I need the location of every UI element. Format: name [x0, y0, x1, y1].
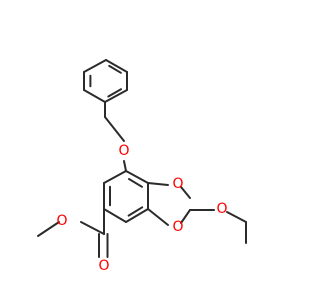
bond [104, 116, 125, 142]
bond [103, 208, 127, 223]
double-bond [107, 88, 122, 98]
bond [125, 208, 149, 223]
atom-label-oxygen: O [172, 176, 183, 192]
bond [83, 59, 107, 73]
bond [125, 170, 149, 184]
benzyl-phenyl-ring [83, 59, 128, 103]
bond [105, 59, 128, 73]
double-bond [108, 64, 122, 74]
double-bond [127, 206, 144, 217]
bond [80, 221, 105, 235]
bond [104, 89, 128, 103]
atom-label-oxygen: O [56, 213, 67, 229]
bond [103, 170, 127, 184]
bond [180, 209, 191, 224]
atom-label-oxygen: O [118, 143, 129, 159]
bond [226, 211, 247, 223]
bond [147, 182, 169, 186]
atom-label-oxygen: O [172, 219, 183, 235]
atom-label-oxygen: O [98, 258, 109, 274]
atom-label-oxygen: O [216, 201, 227, 217]
benzodioxole-aromatic-ring [103, 170, 149, 223]
double-bond [128, 178, 143, 188]
molecule-structure-diagram: O O O O O O [37, 59, 247, 274]
bond [37, 221, 60, 237]
bond [180, 186, 191, 199]
bond [83, 89, 106, 103]
bond [123, 160, 127, 172]
bond [147, 208, 169, 226]
